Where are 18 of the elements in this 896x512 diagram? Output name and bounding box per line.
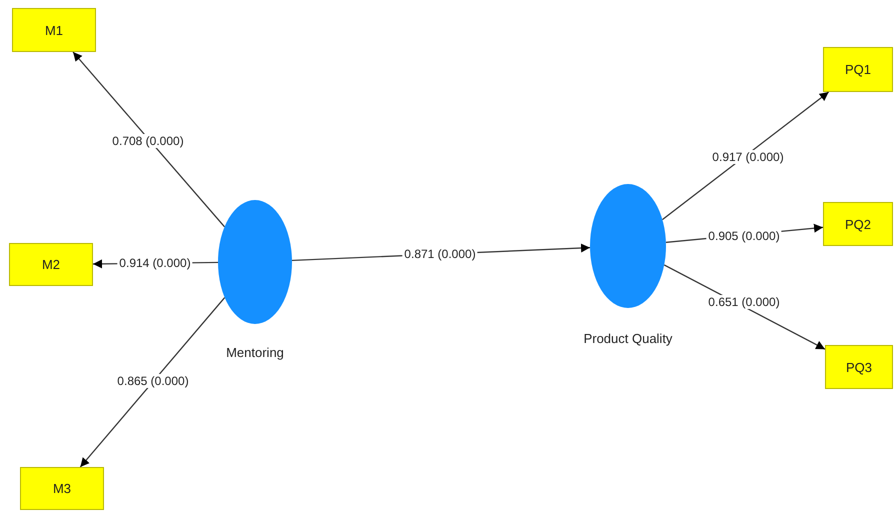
edge-label: 0.914 (0.000) [117,256,193,270]
edge-label: 0.905 (0.000) [706,229,782,243]
edge-label: 0.871 (0.000) [402,247,478,261]
indicator-box: M2 [9,243,93,286]
indicator-box: PQ2 [823,202,893,246]
arrow [662,92,830,220]
arrow [80,297,226,468]
indicator-box: M1 [12,8,96,52]
arrow [72,52,225,228]
indicator-box: PQ1 [823,47,893,92]
edge-label: 0.917 (0.000) [710,150,786,164]
indicator-box: PQ3 [825,345,893,389]
edge-label: 0.651 (0.000) [706,295,782,309]
construct-label: Mentoring [226,345,284,360]
edge-label: 0.865 (0.000) [115,374,191,388]
indicator-box: M3 [20,467,104,510]
edge-label: 0.708 (0.000) [110,134,186,148]
construct-label: Product Quality [584,331,672,346]
